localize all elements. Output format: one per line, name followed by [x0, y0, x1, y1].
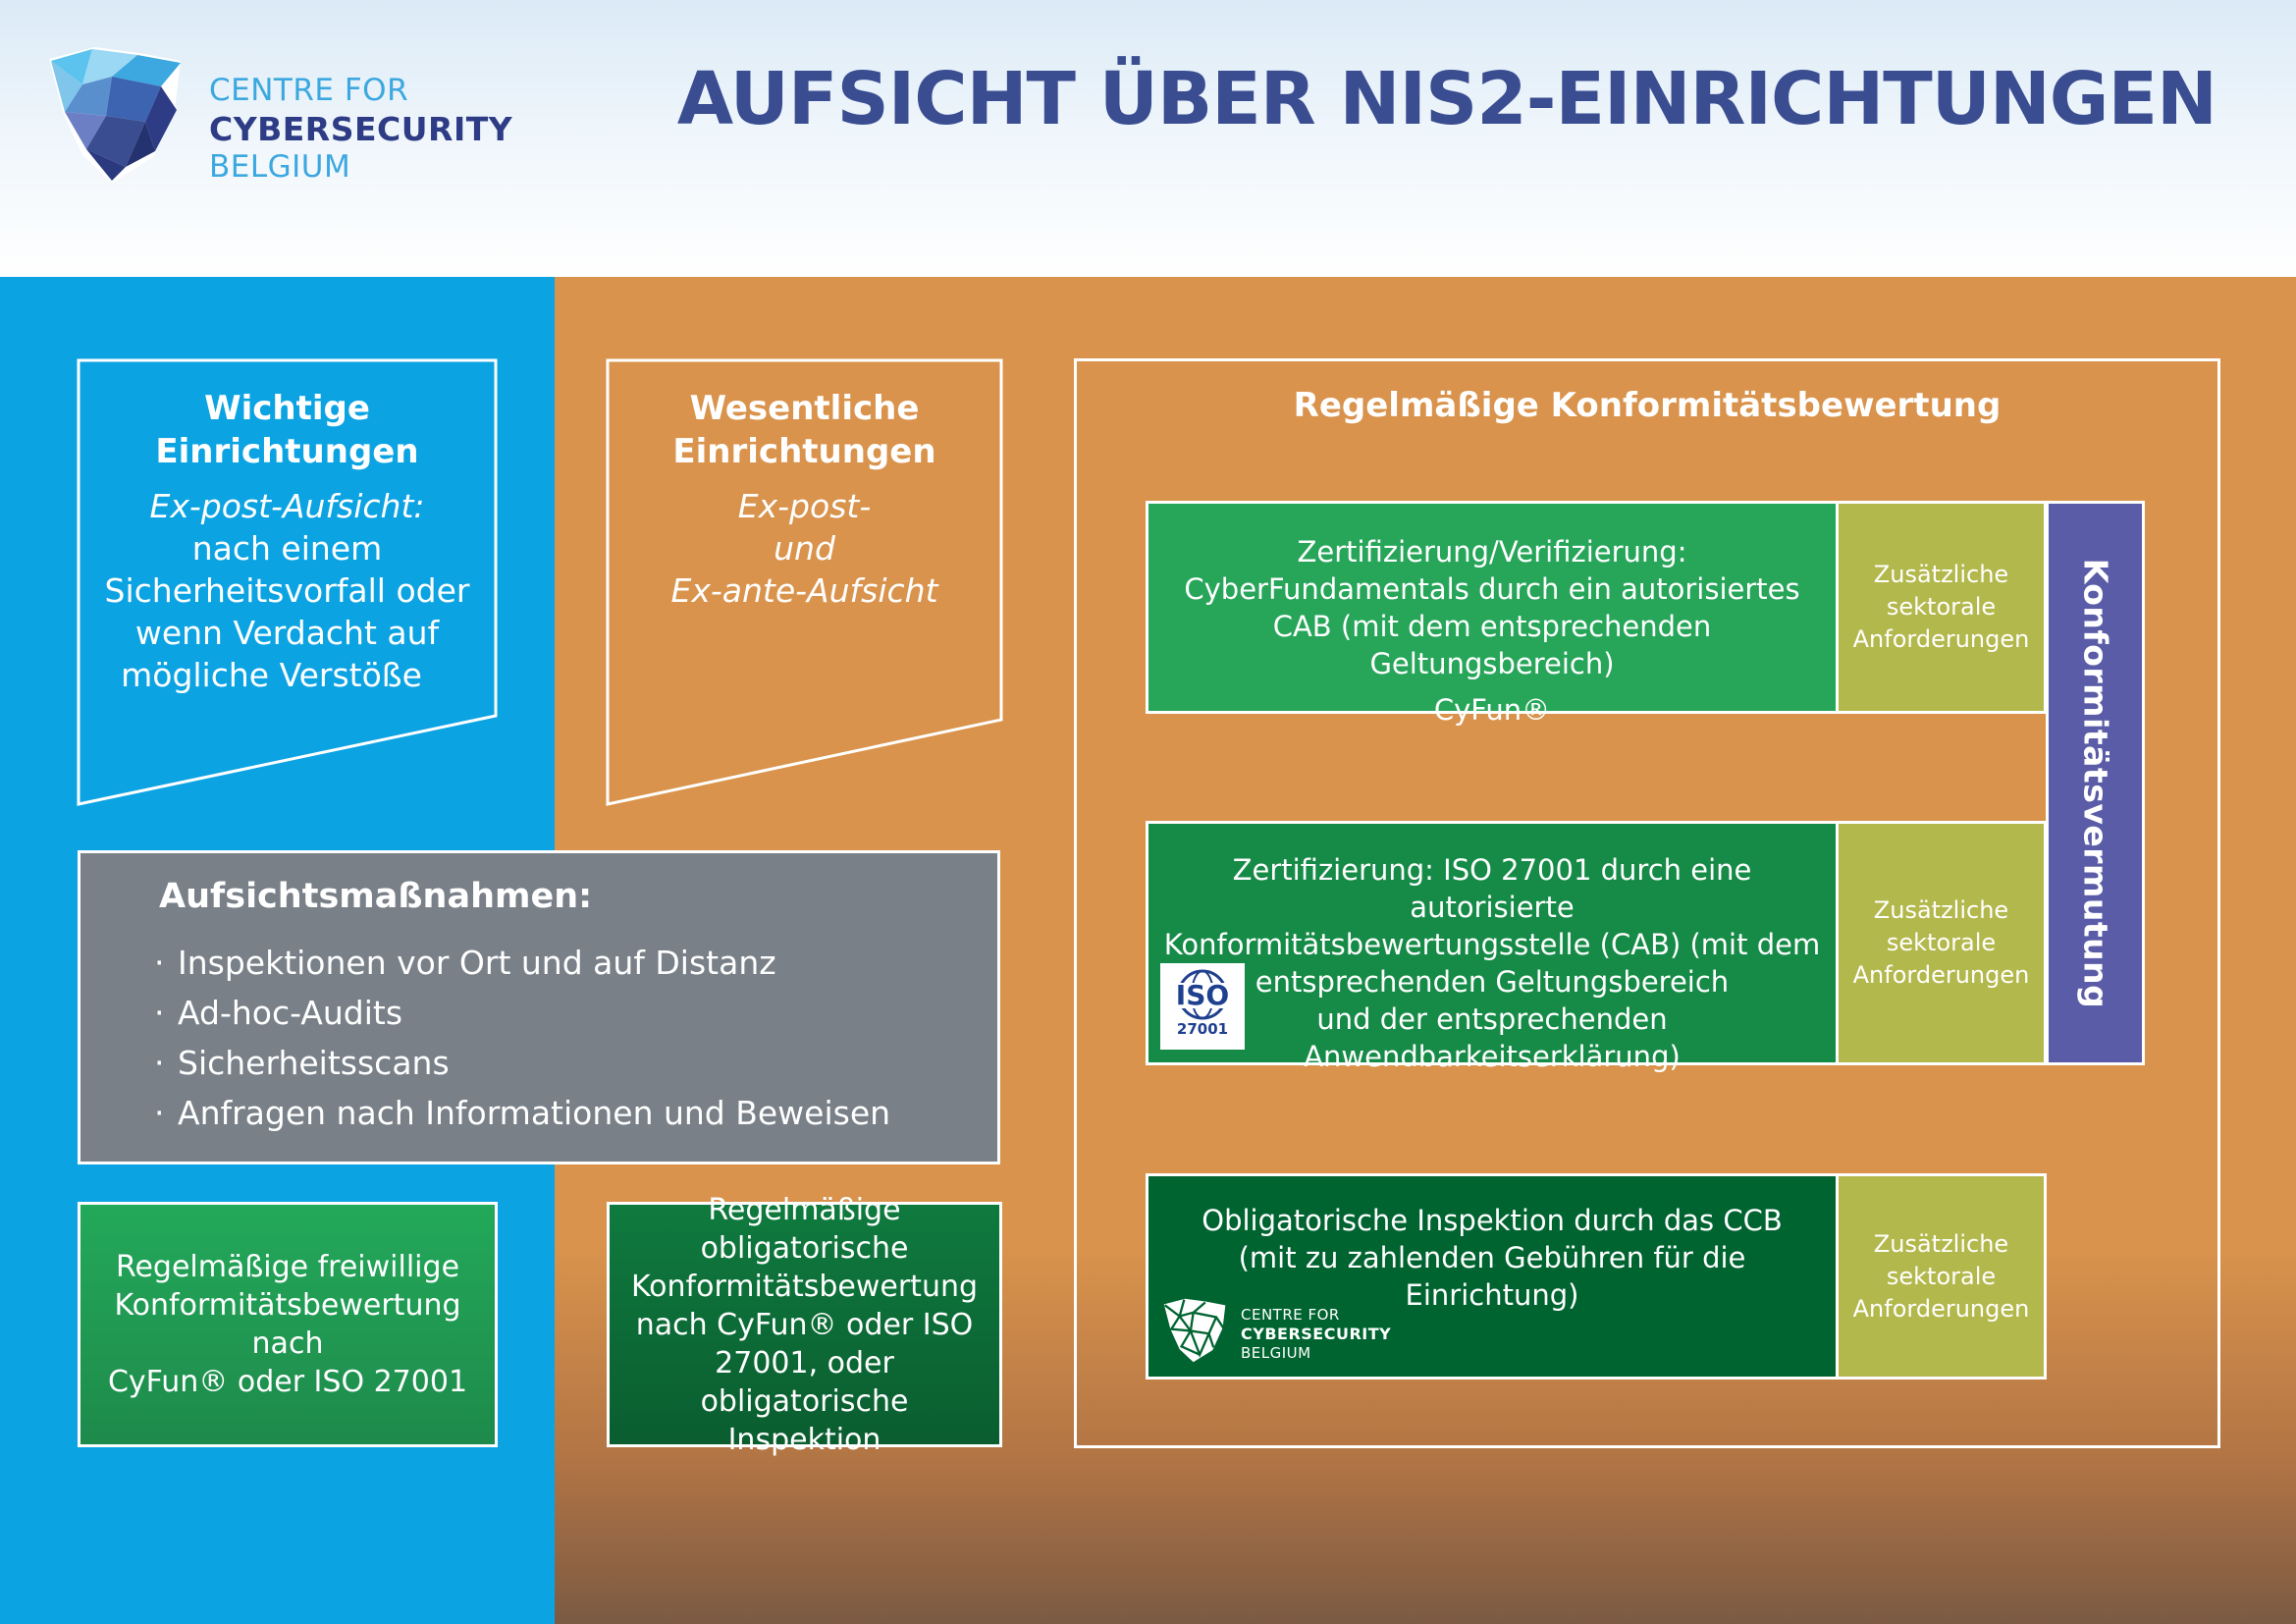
- important-line-3: wenn Verdacht auf: [134, 614, 440, 652]
- option1-line-1: Zertifizierung/Verifizierung:: [1297, 535, 1687, 568]
- option3-line-2: (mit zu zahlenden Gebühren für die Einri…: [1238, 1241, 1746, 1312]
- cyfun-brand: CyFun®: [1433, 693, 1551, 727]
- option2-line-1: Zertifizierung: ISO 27001 durch eine aut…: [1232, 853, 1752, 924]
- shield-logo-icon: [49, 47, 181, 183]
- sectoral-line-1: Zusätzliche: [1873, 1229, 2009, 1258]
- sectoral-line-1: Zusätzliche: [1873, 561, 2009, 588]
- cyfun-certification-box: Zertifizierung/Verifizierung: CyberFunda…: [1146, 501, 1839, 727]
- important-line-4: mögliche Verstöße: [121, 656, 422, 694]
- measure-text: Inspektionen vor Ort und auf Distanz: [178, 944, 776, 982]
- page-title: AUFSICHT ÜBER NIS2-EINRICHTUNGEN: [676, 57, 2217, 141]
- option3-line-1: Obligatorische Inspektion durch das CCB: [1201, 1204, 1783, 1237]
- voluntary-line-2: Konformitätsbewertung nach: [114, 1288, 461, 1361]
- mandatory-assessment-box: Regelmäßige obligatorische Konformitätsb…: [607, 1193, 1002, 1457]
- sectoral-line-3: Anforderungen: [1852, 961, 2030, 989]
- sectoral-line-2: sektorale: [1886, 1262, 1997, 1290]
- mandatory-line-3: nach CyFun® oder ISO: [635, 1307, 974, 1342]
- bullet-glyph: ·: [154, 1044, 165, 1082]
- sectoral-line-1: Zusätzliche: [1873, 896, 2009, 924]
- ccb-logo-line1: CENTRE FOR: [1241, 1306, 1340, 1324]
- voluntary-line-1: Regelmäßige freiwillige: [115, 1250, 460, 1284]
- list-item: · Ad-hoc-Audits: [154, 988, 890, 1038]
- supervisory-measures-box: Aufsichtsmaßnahmen: · Inspektionen vor Or…: [78, 850, 1000, 1164]
- mandatory-line-1: Regelmäßige obligatorische: [700, 1192, 909, 1266]
- sectoral-line-2: sektorale: [1886, 929, 1997, 956]
- list-item: · Sicherheitsscans: [154, 1038, 890, 1088]
- bullet-glyph: ·: [154, 944, 165, 982]
- bullet-glyph: ·: [154, 1094, 165, 1132]
- option2-line-2: Konformitätsbewertungsstelle (CAB) (mit …: [1163, 928, 1821, 961]
- essential-line-3: Ex-ante-Aufsicht: [670, 571, 938, 610]
- measure-text: Anfragen nach Informationen und Beweisen: [178, 1094, 891, 1132]
- voluntary-line-3: CyFun® oder ISO 27001: [107, 1365, 468, 1399]
- option2-line-5: Anwendbarkeitserklärung): [1304, 1040, 1681, 1073]
- important-entities-card: Wichtige Einrichtungen Ex-post-Aufsicht:…: [79, 387, 496, 696]
- mandatory-line-5: Inspektion: [727, 1422, 881, 1457]
- iso-code: 27001: [1176, 1020, 1229, 1038]
- essential-entities-pennant: [606, 358, 1003, 806]
- list-item: · Anfragen nach Informationen und Beweise…: [154, 1088, 890, 1138]
- presumption-of-conformity-bar: Konformitätsvermutung: [2046, 501, 2145, 1065]
- assessment-title: Regelmäßige Konformitätsbewertung: [1293, 386, 2002, 425]
- essential-entities-card: Wesentliche Einrichtungen Ex-post- und E…: [608, 387, 1001, 612]
- essential-line-2: und: [774, 529, 835, 568]
- measure-text: Sicherheitsscans: [178, 1044, 450, 1082]
- sectoral-requirements-3: Zusätzliche sektorale Anforderungen: [1836, 1173, 2047, 1380]
- measures-title: Aufsichtsmaßnahmen:: [159, 877, 593, 916]
- essential-title-line1: Wesentliche: [689, 389, 920, 428]
- ccb-shield-icon: [1163, 1298, 1226, 1363]
- ccb-inspection-box: Obligatorische Inspektion durch das CCB …: [1146, 1173, 1839, 1380]
- important-title-line1: Wichtige: [204, 389, 370, 428]
- logo-text-line2: CYBERSECURITY: [209, 110, 513, 148]
- presumption-label: Konformitätsvermutung: [2076, 558, 2114, 1008]
- important-line-1: nach einem: [191, 529, 383, 568]
- sectoral-line-3: Anforderungen: [1852, 625, 2030, 653]
- header: CENTRE FOR CYBERSECURITY BELGIUM AUFSICH…: [0, 0, 2296, 277]
- regular-assessment-frame: [1074, 358, 2220, 1448]
- ccb-logo-line2: CYBERSECURITY: [1241, 1325, 1392, 1343]
- voluntary-assessment-box: Regelmäßige freiwillige Konformitätsbewe…: [78, 1202, 498, 1447]
- important-supervision-label: Ex-post-Aufsicht:: [149, 487, 425, 525]
- logo-text-line1: CENTRE FOR: [209, 73, 409, 108]
- important-title-line2: Einrichtungen: [155, 432, 419, 471]
- sectoral-line-3: Anforderungen: [1852, 1294, 2030, 1323]
- important-entities-pennant: [77, 358, 498, 806]
- iso-certification-box: Zertifizierung: ISO 27001 durch eine aut…: [1146, 821, 1839, 1073]
- logo-text-line3: BELGIUM: [209, 149, 351, 185]
- bullet-glyph: ·: [154, 994, 165, 1032]
- important-line-2: Sicherheitsvorfall oder: [104, 571, 470, 610]
- iso-label: ISO: [1176, 979, 1229, 1011]
- iso-27001-badge: ISO 27001: [1160, 963, 1245, 1050]
- option1-line-2: CyberFundamentals durch ein autorisierte…: [1184, 572, 1800, 606]
- measures-list: · Inspektionen vor Ort und auf Distanz · A…: [154, 938, 890, 1138]
- mandatory-line-4: 27001, oder obligatorische: [700, 1345, 909, 1419]
- measure-text: Ad-hoc-Audits: [178, 994, 403, 1032]
- option2-line-4: und der entsprechenden: [1316, 1002, 1668, 1036]
- sectoral-line-2: sektorale: [1886, 593, 1997, 621]
- sectoral-requirements-1: Zusätzliche sektorale Anforderungen: [1836, 501, 2047, 714]
- sectoral-requirements-2: Zusätzliche sektorale Anforderungen: [1836, 821, 2047, 1065]
- essential-line-1: Ex-post-: [737, 487, 872, 525]
- ccb-logo-line3: BELGIUM: [1241, 1344, 1311, 1362]
- iso-globe-icon: ISO: [1168, 969, 1237, 1020]
- list-item: · Inspektionen vor Ort und auf Distanz: [154, 938, 890, 988]
- essential-title-line2: Einrichtungen: [672, 432, 936, 471]
- option2-line-3: entsprechenden Geltungsbereich: [1255, 965, 1730, 999]
- option1-line-3: CAB (mit dem entsprechenden Geltungsbere…: [1272, 610, 1712, 680]
- mandatory-line-2: Konformitätsbewertung: [630, 1269, 979, 1304]
